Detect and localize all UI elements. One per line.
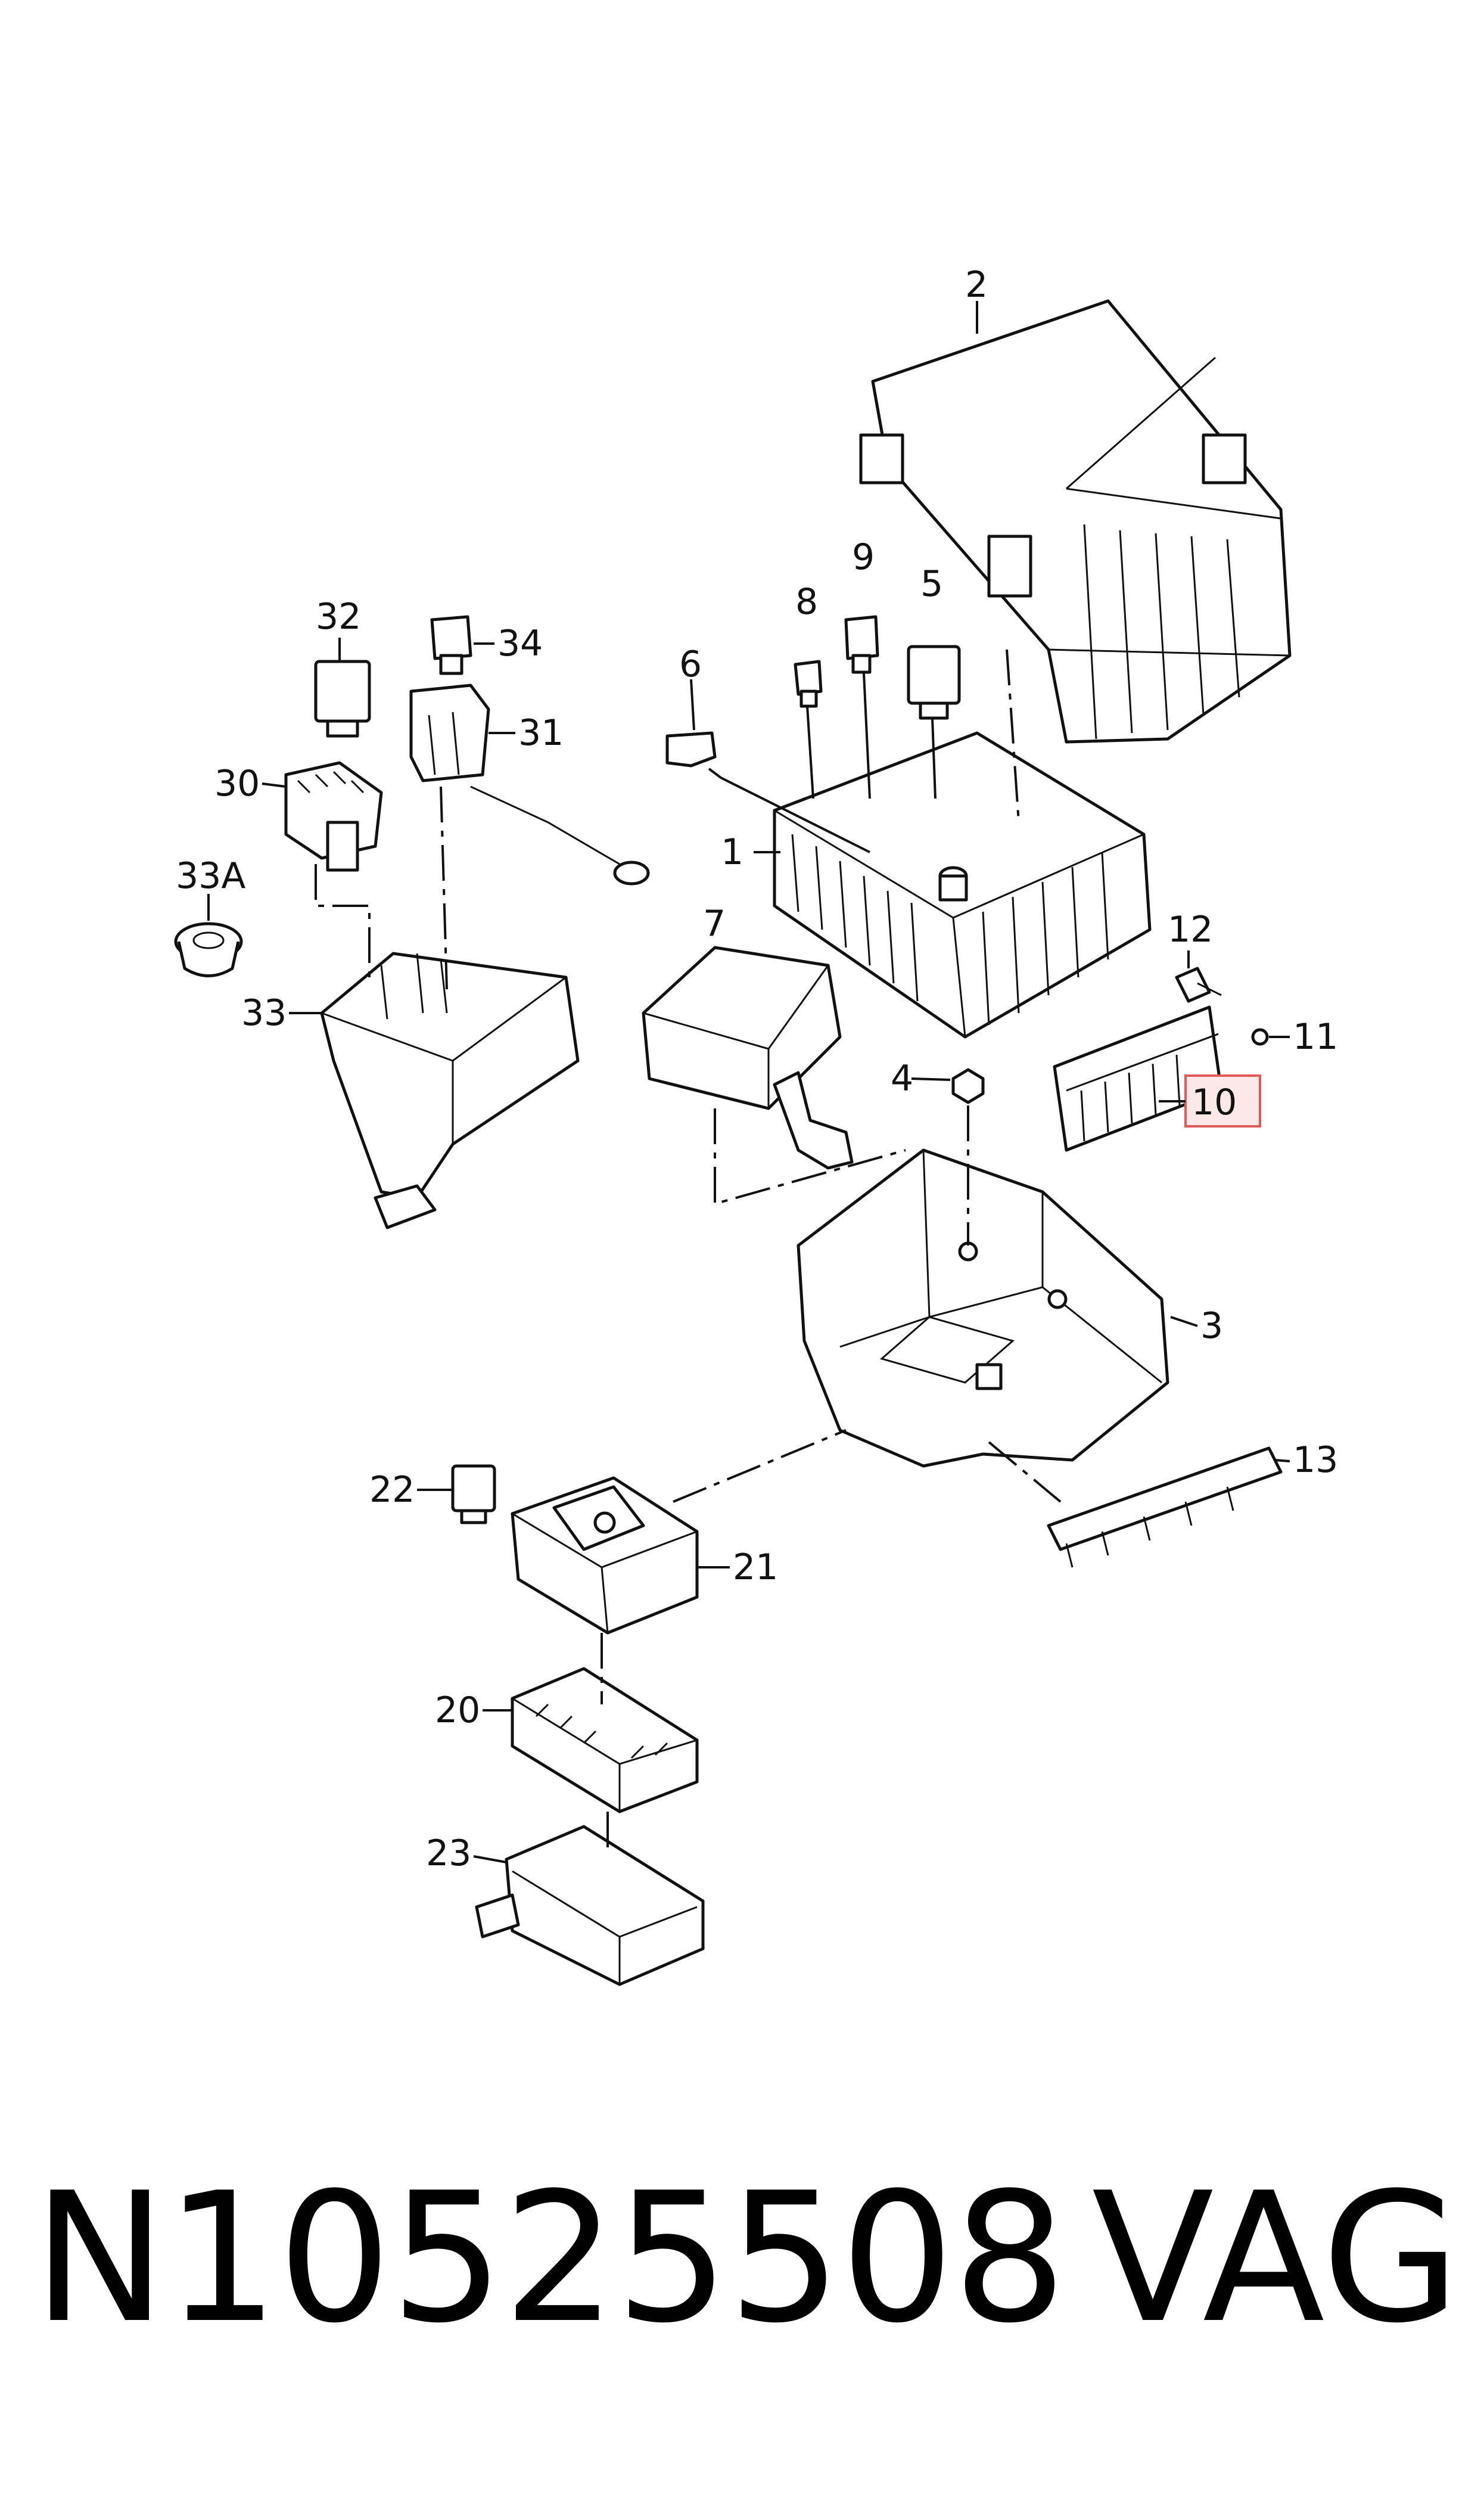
part-11-nut[interactable] <box>1251 1028 1269 1046</box>
callout-4[interactable]: 4 <box>891 1058 913 1099</box>
part-32-relay[interactable] <box>314 660 371 738</box>
part-6-clip[interactable] <box>665 731 717 768</box>
assembly-line-tray-13 <box>988 1441 1062 1503</box>
part-4-nut[interactable] <box>951 1068 985 1104</box>
callout-1[interactable]: 1 <box>721 831 743 873</box>
callout-21[interactable]: 21 <box>733 1546 778 1588</box>
part-34-fuse[interactable] <box>430 615 472 675</box>
part-2-cover[interactable] <box>859 299 1292 744</box>
callout-6[interactable]: 6 <box>679 644 702 685</box>
part-22-relay[interactable] <box>451 1464 496 1524</box>
callout-8[interactable]: 8 <box>795 581 818 623</box>
callout-30[interactable]: 30 <box>214 763 260 805</box>
part-9-fuse[interactable] <box>844 615 879 674</box>
assembly-line-tray-cover <box>714 1108 906 1206</box>
callout-5[interactable]: 5 <box>920 563 943 605</box>
callout-20[interactable]: 20 <box>435 1689 480 1731</box>
callout-9[interactable]: 9 <box>852 536 875 578</box>
exploded-parts-diagram: 2 1 6 8 9 5 12 11 10 4 3 13 7 21 22 20 2… <box>174 264 1338 1986</box>
part-21-relay-plate[interactable] <box>511 1476 699 1635</box>
part-20-fuse-holder[interactable] <box>511 1667 699 1813</box>
assembly-line-31-33 <box>440 786 448 990</box>
assembly-line-tray-21 <box>673 1429 847 1503</box>
callout-32[interactable]: 32 <box>316 596 361 638</box>
part-7-cover[interactable] <box>642 946 854 1170</box>
footer: N10525508 VAG <box>0 2169 1484 2419</box>
brand-name: VAG <box>1091 2154 1460 2362</box>
callout-31[interactable]: 31 <box>518 712 564 754</box>
part-30-connector[interactable] <box>284 761 383 872</box>
part-31-fuse-holder[interactable] <box>409 684 650 886</box>
part-3-tray[interactable] <box>797 1148 1169 1468</box>
part-1-relay-carrier[interactable] <box>773 731 1152 1039</box>
part-13-strip[interactable] <box>1047 1446 1283 1568</box>
assembly-line-cover <box>1006 649 1020 823</box>
callout-10[interactable]: 10 <box>1191 1082 1237 1123</box>
part-33a-grommet[interactable] <box>174 922 243 977</box>
callout-2[interactable]: 2 <box>965 264 988 306</box>
callout-22[interactable]: 22 <box>369 1469 415 1511</box>
callout-11[interactable]: 11 <box>1293 1016 1338 1058</box>
part-number: N10525508 <box>33 2154 1066 2362</box>
part-8-fuse[interactable] <box>794 660 823 708</box>
callout-7[interactable]: 7 <box>703 903 726 945</box>
callout-13[interactable]: 13 <box>1293 1439 1338 1481</box>
part-5-relay[interactable] <box>907 645 961 720</box>
callout-23[interactable]: 23 <box>426 1832 471 1874</box>
assembly-line-30-33 <box>315 864 371 977</box>
callout-12[interactable]: 12 <box>1168 909 1213 951</box>
part-33-bracket[interactable] <box>320 952 580 1229</box>
callout-33[interactable]: 33 <box>241 992 287 1034</box>
callout-3[interactable]: 3 <box>1200 1305 1223 1347</box>
part-12-bolt[interactable] <box>1175 967 1222 1003</box>
callout-33a[interactable]: 33A <box>176 855 245 897</box>
part-23-housing[interactable] <box>475 1825 705 1986</box>
callout-34[interactable]: 34 <box>497 623 543 664</box>
